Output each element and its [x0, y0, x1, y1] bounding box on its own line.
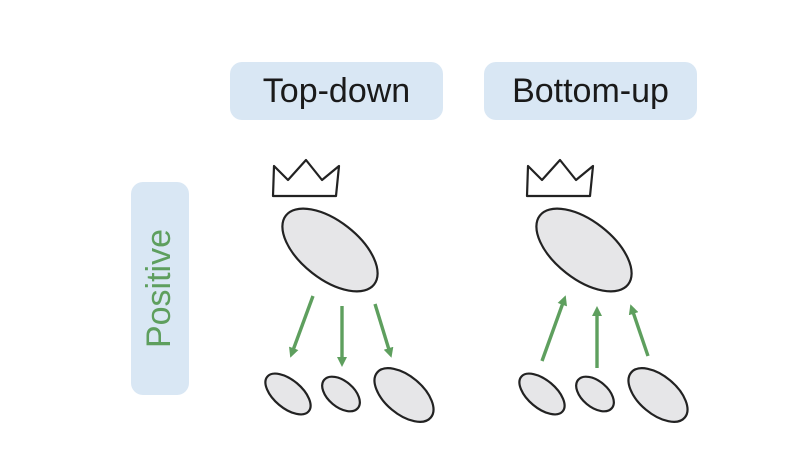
top-down-label: Top-down — [262, 71, 411, 110]
small-blob-center — [321, 375, 361, 413]
top-down-group — [264, 158, 435, 423]
arrow-up-right — [628, 304, 650, 357]
arrow-down-right — [373, 303, 394, 358]
positive-side-label-box: Positive — [131, 182, 189, 395]
small-blob-right — [373, 367, 435, 423]
bottom-up-group — [518, 158, 689, 423]
bottom-up-header: Bottom-up — [484, 62, 697, 120]
small-blob-left — [264, 372, 312, 416]
bottom-up-label: Bottom-up — [512, 71, 669, 110]
small-blob-left — [518, 372, 566, 416]
top-down-header: Top-down — [230, 62, 443, 120]
crown-icon — [525, 158, 595, 198]
arrow-down-left — [289, 295, 315, 358]
large-blob — [281, 207, 379, 293]
small-blob-center — [575, 375, 615, 413]
small-blob-right — [627, 367, 689, 423]
large-blob — [535, 207, 633, 293]
crown-icon — [271, 158, 341, 198]
arrow-up-left — [540, 295, 568, 362]
